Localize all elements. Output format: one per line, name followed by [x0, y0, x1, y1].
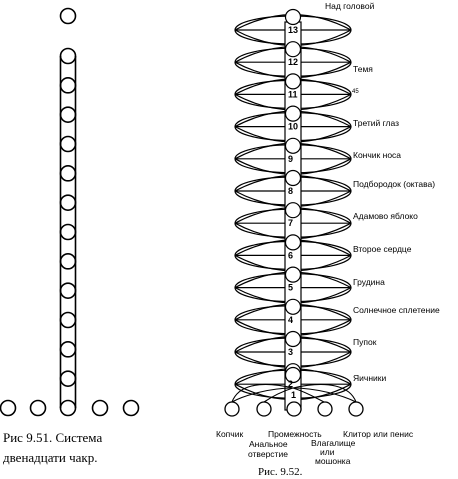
root-petals	[231, 383, 357, 403]
chakra-circle	[59, 341, 77, 358]
chakra-circle	[59, 135, 77, 153]
label-kopchik: Копчик	[216, 429, 243, 439]
chakra-circle	[59, 165, 77, 182]
chakra-node	[284, 105, 302, 122]
chakra-node	[284, 73, 302, 90]
chakra-number: 4	[288, 315, 293, 325]
chakra-number: 6	[288, 250, 293, 260]
stray-mark: 45	[352, 89, 359, 95]
chakra-label: Пупок	[353, 337, 377, 347]
chakra-number: 11	[288, 89, 298, 99]
label-anal-2: отверстие	[248, 449, 288, 459]
figure-9-52: 13 12 11 10 9 8 7 6 5 4 3 2 1	[224, 8, 364, 417]
klitor-circle	[348, 401, 364, 417]
chakra-label: Грудина	[353, 277, 385, 287]
label-anal-1: Анальное	[249, 439, 288, 449]
chakra-label: Солнечное сплетение	[353, 305, 440, 315]
chakra-label: Яичники	[353, 373, 386, 383]
chakra-label: Второе сердце	[353, 244, 412, 254]
chakra-label: Третий глаз	[353, 118, 399, 128]
chakra-numbers: 13 12 11 10 9 8 7 6 5 4 3 2	[288, 25, 298, 389]
label-vlag-1: Влагалище	[311, 438, 356, 448]
chakra-circle	[59, 253, 77, 270]
chakra-column	[59, 47, 77, 417]
fig52-caption: Рис. 9.52.	[258, 466, 303, 478]
promezh-circle	[286, 401, 302, 417]
chakra-circle	[59, 47, 77, 65]
chakra-number: 2	[288, 379, 293, 389]
chakra-node	[284, 8, 302, 26]
chakra-node	[284, 266, 302, 283]
chakra-node	[284, 298, 302, 315]
chakra-label: Кончик носа	[353, 150, 401, 160]
chakra-number-1: 1	[291, 390, 296, 400]
chakra-circle	[59, 223, 77, 241]
chakra-circle	[59, 399, 77, 417]
chakra-node	[284, 202, 302, 219]
chakra-number: 7	[288, 218, 293, 228]
chakra-circle	[59, 311, 77, 329]
chakra-circle-bottom-far-left	[0, 399, 17, 417]
chakra-label: Подбородок (октава)	[353, 179, 435, 189]
fig51-caption-line1: Рис 9.51. Система	[3, 430, 102, 445]
chakra-number: 9	[288, 154, 293, 164]
chakra-circle	[59, 370, 77, 387]
label-vlag-2: или	[320, 447, 335, 457]
chakra-number: 12	[288, 57, 298, 67]
label-top: Над головой	[325, 1, 375, 11]
chakra-number: 13	[288, 25, 298, 35]
chakra-number: 3	[288, 347, 293, 357]
chakra-label: Темя	[353, 64, 373, 74]
fig51-caption-line2: двенадцати чакр.	[3, 450, 97, 465]
chakra-label: Адамово яблоко	[353, 211, 418, 221]
root-circles	[224, 401, 364, 417]
chakra-node	[284, 169, 302, 187]
chakra-node	[284, 137, 302, 154]
chakra-circle	[59, 282, 77, 299]
chakra-circle	[59, 106, 77, 123]
chakra-circles	[284, 8, 302, 384]
chakra-number: 10	[288, 122, 298, 132]
label-klitor: Клитор или пенис	[343, 429, 414, 439]
chakra-circle-bottom-left	[29, 399, 47, 417]
chakra-number: 5	[288, 283, 293, 293]
chakra-circle-bottom-far-right	[122, 399, 140, 417]
vlagalishche-circle	[317, 401, 333, 417]
chakra-circle-top	[59, 7, 77, 25]
chakra-node	[284, 330, 302, 348]
figure-9-51	[0, 7, 140, 417]
anal-circle	[256, 401, 272, 417]
chakra-circle	[59, 77, 77, 94]
chakra-node	[284, 234, 302, 251]
kopchik-circle	[224, 401, 240, 417]
label-promezh: Промежность	[268, 429, 322, 439]
chakra-node	[284, 41, 302, 58]
chakra-node	[284, 366, 302, 384]
chakra-circle	[59, 194, 77, 211]
chakra-number: 8	[288, 186, 293, 196]
chakra-circle-bottom-right	[91, 399, 109, 417]
label-vlag-3: мошонка	[315, 456, 351, 466]
